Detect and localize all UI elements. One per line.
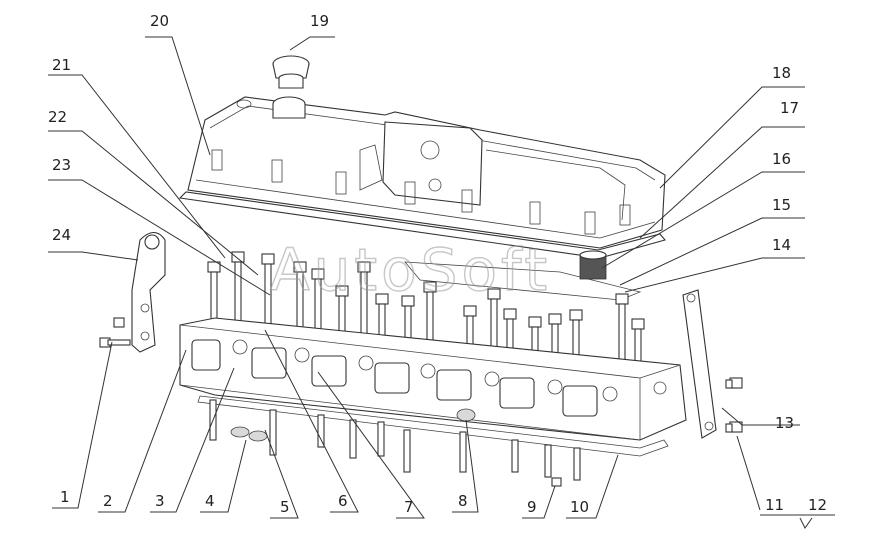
small-plug — [551, 477, 562, 487]
callout-21: 21 — [52, 56, 71, 74]
exhaust-ports — [191, 339, 598, 417]
callout-24: 24 — [52, 226, 71, 244]
callout-22: 22 — [48, 108, 67, 126]
head-bosses — [232, 339, 667, 402]
lifting-bracket-right — [682, 289, 743, 439]
cover-bolt-bosses — [211, 149, 631, 235]
callout-6: 6 — [338, 492, 348, 510]
leader-lines — [48, 36, 835, 529]
head-gasket — [197, 395, 669, 457]
callout-18: 18 — [772, 64, 791, 82]
cylinder-head — [179, 317, 687, 441]
callout-10: 10 — [570, 498, 589, 516]
callout-12: 12 — [808, 496, 827, 514]
callout-19: 19 — [310, 12, 329, 30]
callout-14: 14 — [772, 236, 791, 254]
filler-cap — [272, 55, 310, 89]
valve-cover — [187, 96, 666, 249]
callout-7: 7 — [404, 498, 414, 516]
callout-1: 1 — [60, 488, 70, 506]
callout-3: 3 — [155, 492, 165, 510]
callout-15: 15 — [772, 196, 791, 214]
callout-5: 5 — [280, 498, 290, 516]
callout-labels: 1 2 3 4 5 6 7 8 9 10 11 12 13 14 15 16 1… — [48, 12, 827, 516]
breather — [579, 250, 607, 280]
callout-4: 4 — [205, 492, 215, 510]
bracket-bolt — [99, 317, 131, 348]
callout-16: 16 — [772, 150, 791, 168]
callout-23: 23 — [52, 156, 71, 174]
callout-2: 2 — [103, 492, 113, 510]
manifold-gasket — [404, 261, 642, 301]
callout-8: 8 — [458, 492, 468, 510]
callout-17: 17 — [780, 99, 799, 117]
bracket-bolts-right — [725, 377, 743, 433]
lifting-bracket-left — [99, 231, 166, 353]
callout-11: 11 — [765, 496, 784, 514]
callout-20: 20 — [150, 12, 169, 30]
plug — [456, 408, 476, 422]
watermark: AutoSoft — [270, 236, 551, 304]
sleeves — [230, 426, 268, 442]
callout-13: 13 — [775, 414, 794, 432]
callout-9: 9 — [527, 498, 537, 516]
